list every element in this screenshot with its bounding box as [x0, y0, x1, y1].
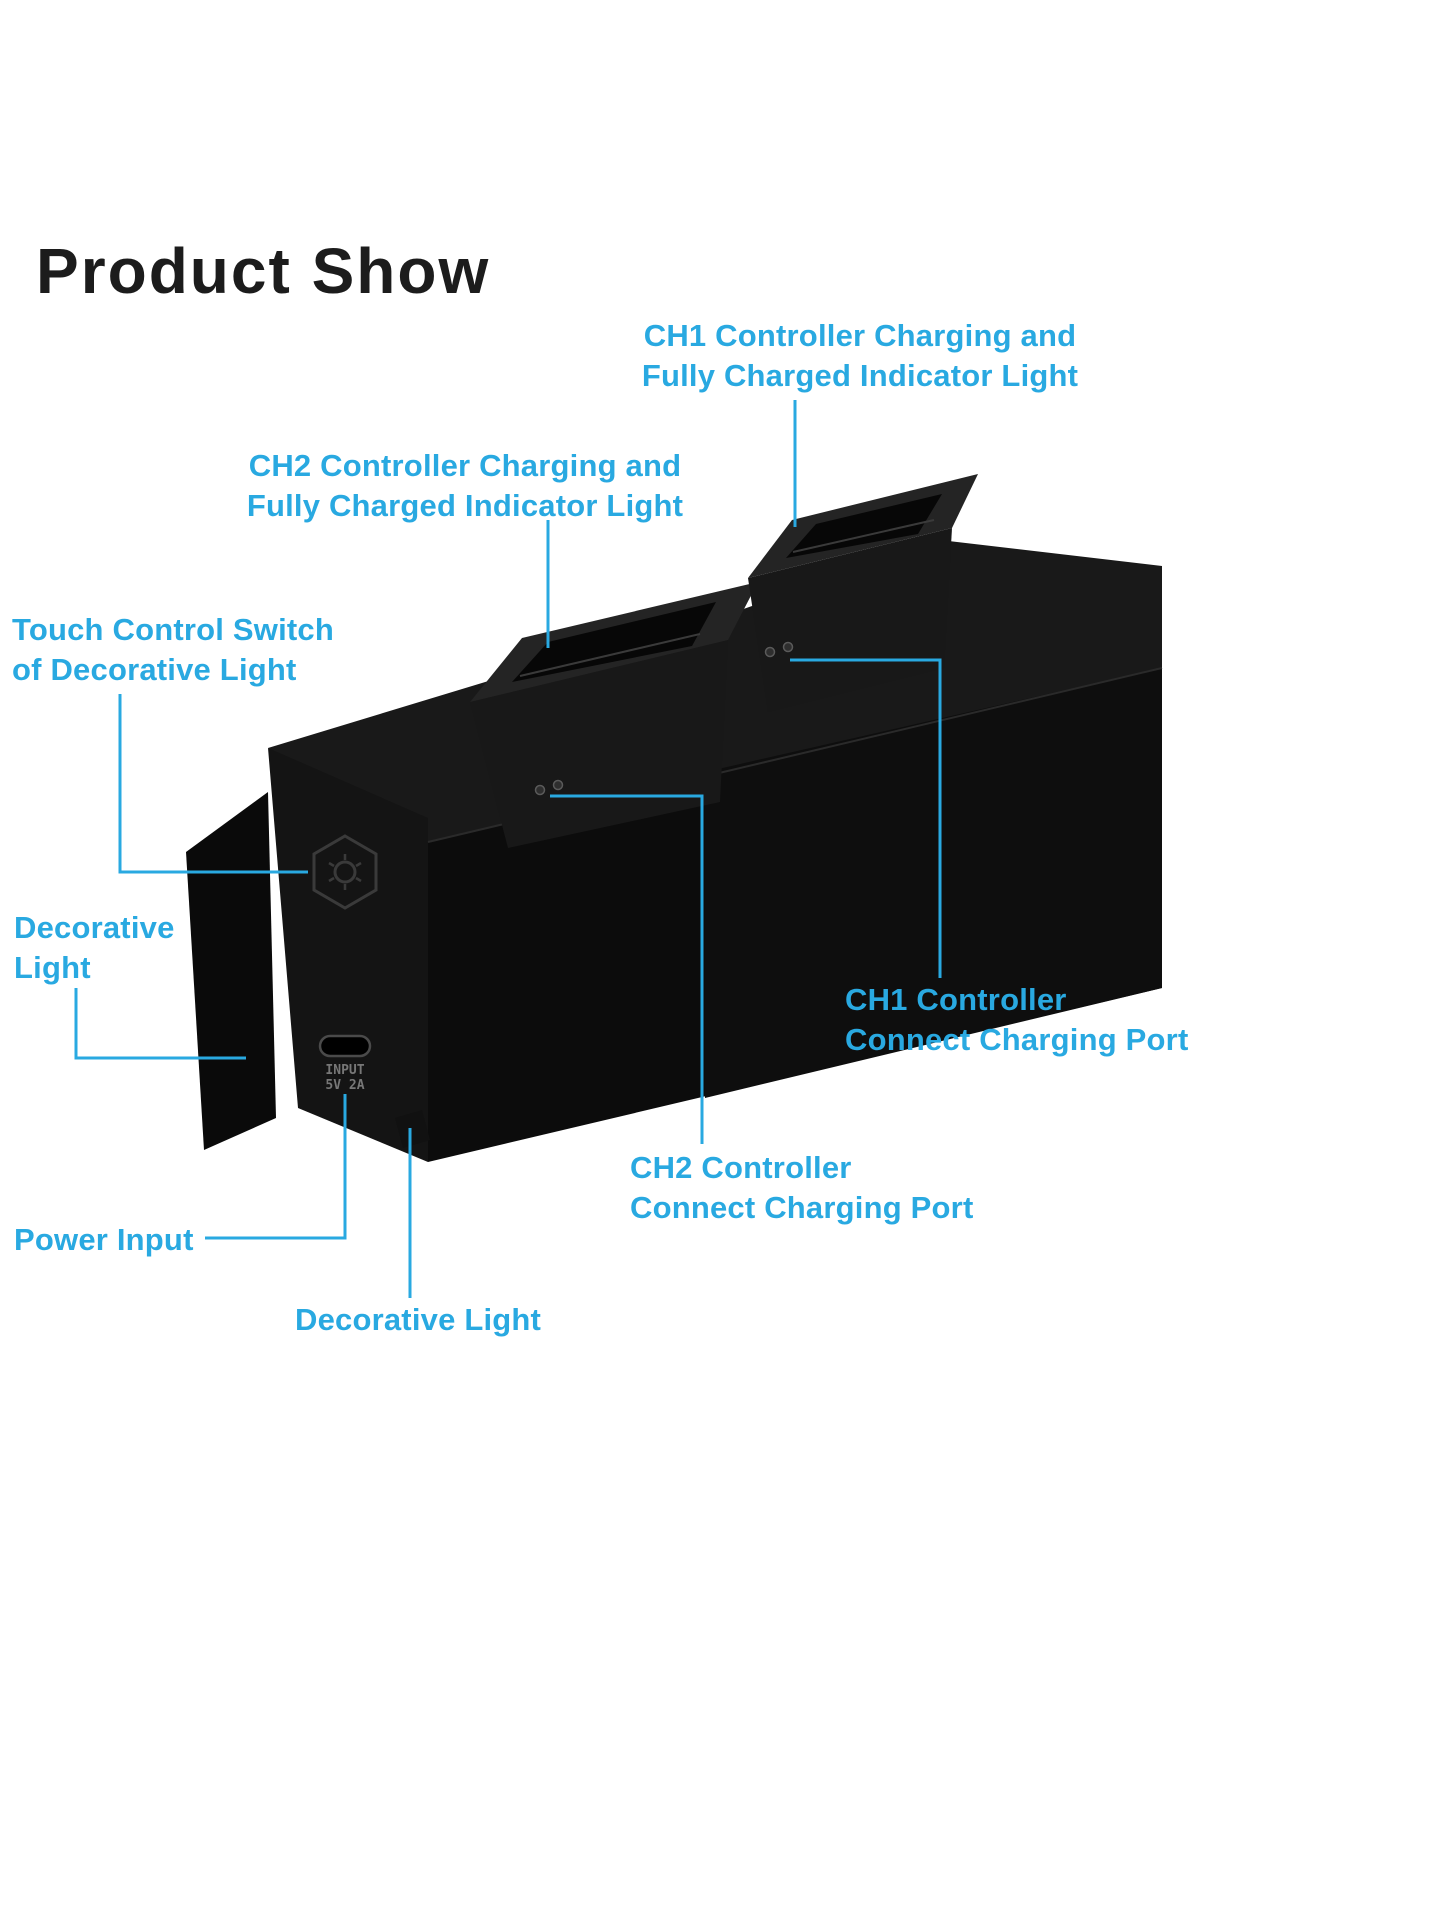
touch-sensor-icon [312, 834, 378, 910]
label-decorative-light-bottom: Decorative Light [295, 1302, 542, 1337]
ch1-cradle [748, 474, 978, 712]
leader-power-input [205, 1094, 347, 1240]
ch2-slot-edge [519, 633, 701, 677]
port-label-line1: INPUT [325, 1063, 364, 1078]
label-ch2-port: CH2 Controller Connect Charging Port [630, 1150, 974, 1225]
label-ch1-port: CH1 Controller Connect Charging Port [845, 982, 1189, 1057]
usb-c-port: INPUT 5V 2A [318, 1034, 372, 1093]
leader-ch1-port [790, 658, 942, 978]
ch1-cradle-slot [786, 494, 942, 558]
ch1-charging-contacts [764, 641, 794, 658]
ch2-cradle-slot [512, 602, 716, 682]
ch1-cradle-front [748, 528, 952, 712]
label-ch1-indicator: CH1 Controller Charging and Fully Charge… [641, 318, 1079, 393]
ch1-slot-edge [792, 519, 935, 553]
leader-ch2-port [550, 794, 704, 1144]
label-power-input: Power Input [14, 1222, 194, 1257]
label-ch2-indicator: CH2 Controller Charging and Fully Charge… [246, 448, 684, 523]
page-title: Product Show [36, 235, 491, 307]
port-label-line2: 5V 2A [325, 1078, 364, 1093]
leader-touch-switch [118, 694, 308, 874]
leader-lines [74, 400, 942, 1298]
leader-decorative-light-left [74, 988, 246, 1060]
dock-bottom-notch [395, 1110, 430, 1148]
dock-left-wing [186, 792, 276, 1150]
dock-left-cap [268, 748, 428, 1162]
dock-right-wing [705, 668, 1162, 1098]
label-touch-switch: Touch Control Switch of Decorative Light [12, 612, 335, 687]
ch2-charging-contacts [534, 779, 564, 796]
label-decorative-light-left: Decorative Light [14, 910, 175, 985]
